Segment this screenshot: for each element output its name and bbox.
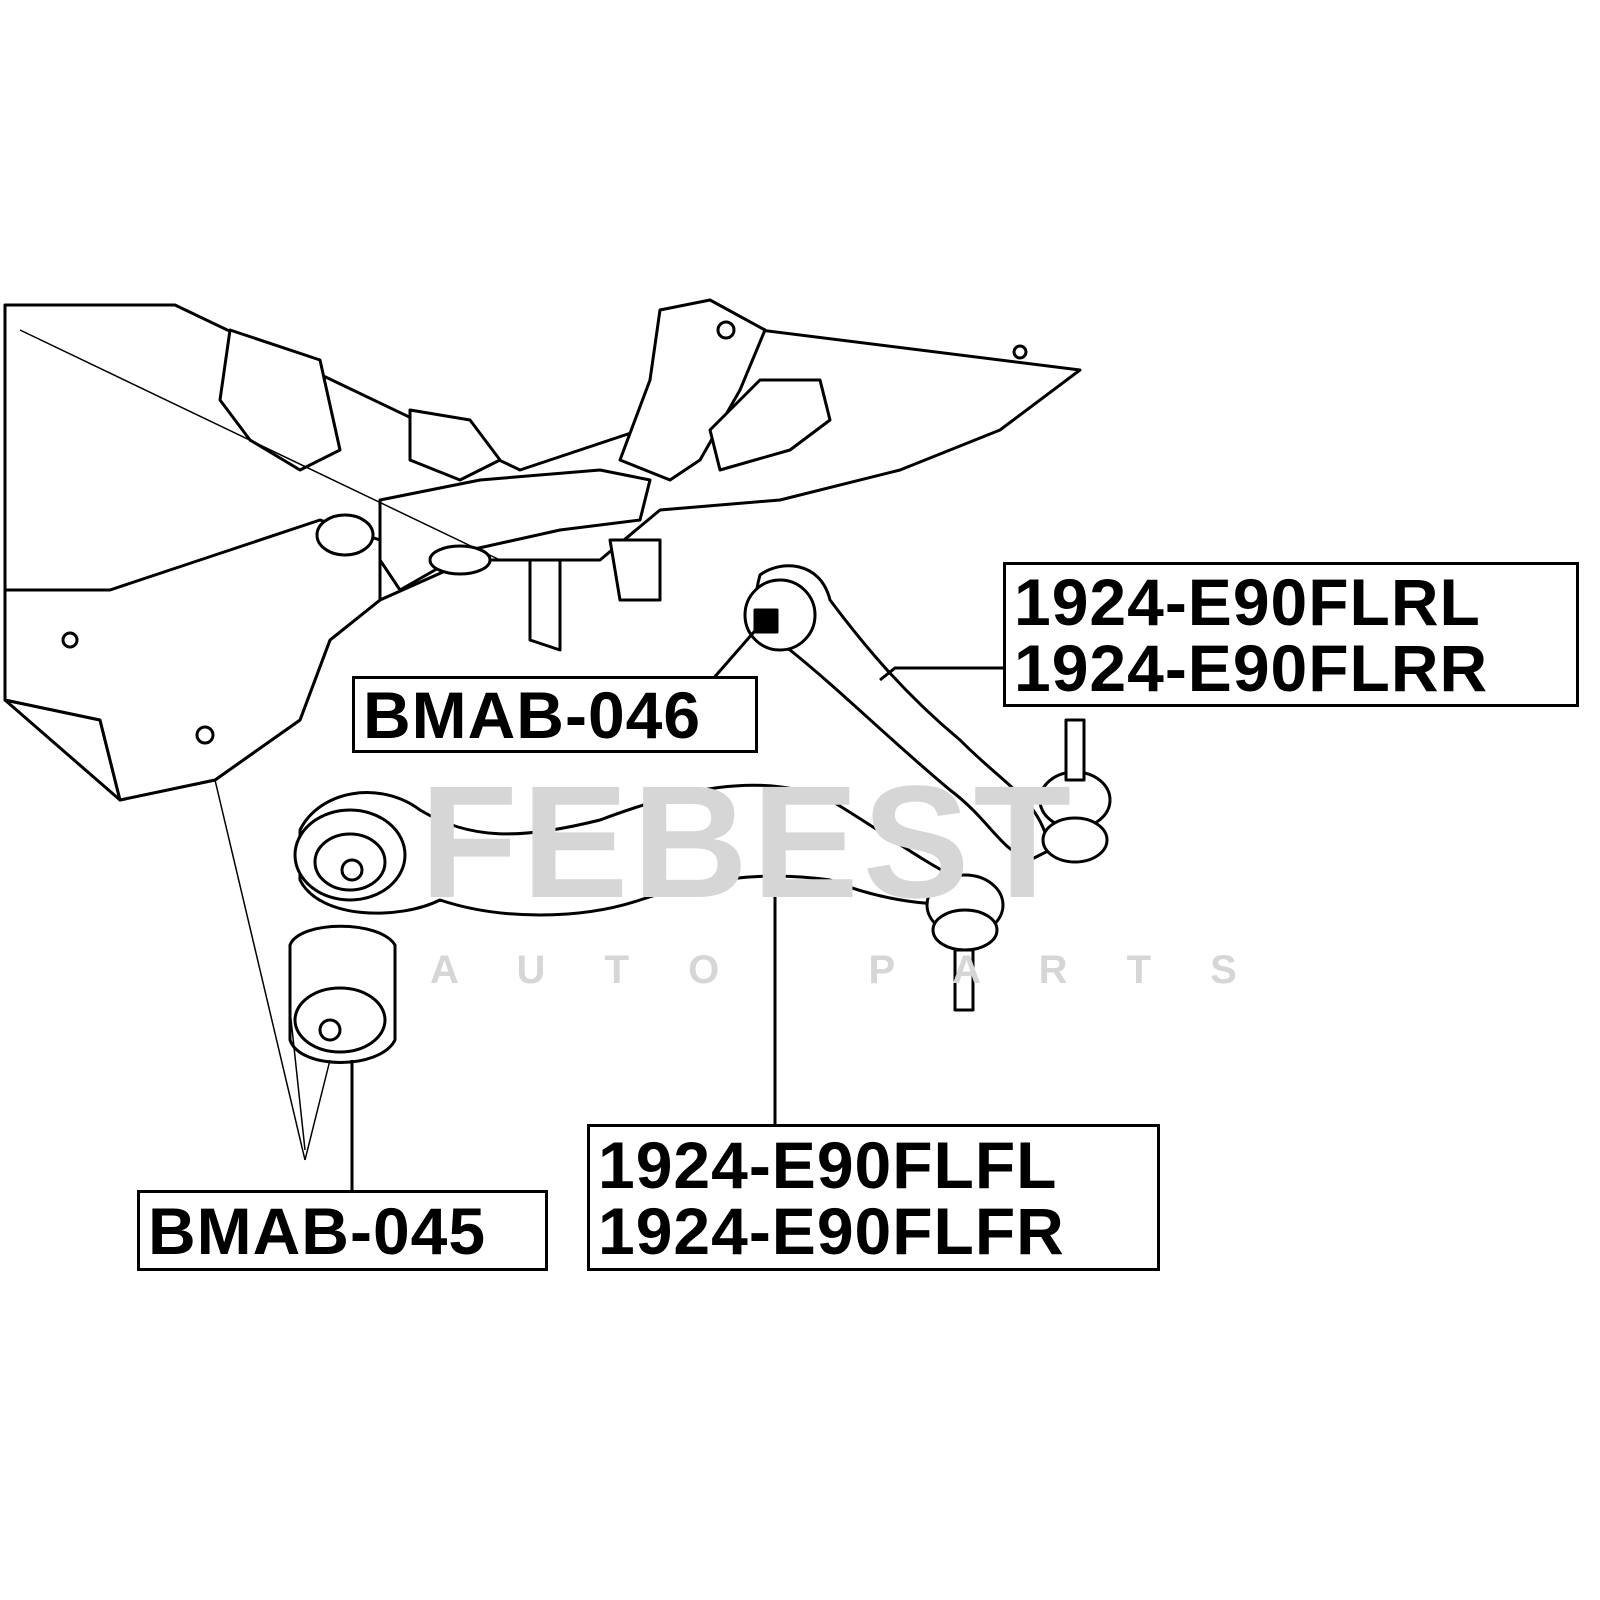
part-label-bmab-046: BMAB-046 [352, 676, 758, 753]
part-number: 1924-E90FLRL [1014, 564, 1481, 639]
watermark-tagline: A U T O P A R T S [430, 948, 1251, 992]
bushing [288, 924, 397, 1064]
part-number: BMAB-045 [148, 1193, 487, 1268]
part-number: 1924-E90FLFR [598, 1193, 1065, 1268]
part-number: 1924-E90FLFL [598, 1127, 1058, 1202]
part-label-rear-arm: 1924-E90FLRL 1924-E90FLRR [1003, 562, 1579, 707]
subframe [3, 298, 1082, 802]
part-label-front-arm: 1924-E90FLFL 1924-E90FLFR [587, 1124, 1160, 1271]
front-control-arm [293, 783, 1005, 1012]
part-number: 1924-E90FLRR [1014, 630, 1489, 705]
rear-control-arm [743, 564, 1112, 864]
leader-lines [214, 624, 1003, 1190]
watermark-brand: FEBEST [420, 752, 1076, 931]
part-label-bmab-045: BMAB-045 [137, 1190, 548, 1271]
part-number: BMAB-046 [363, 677, 702, 752]
